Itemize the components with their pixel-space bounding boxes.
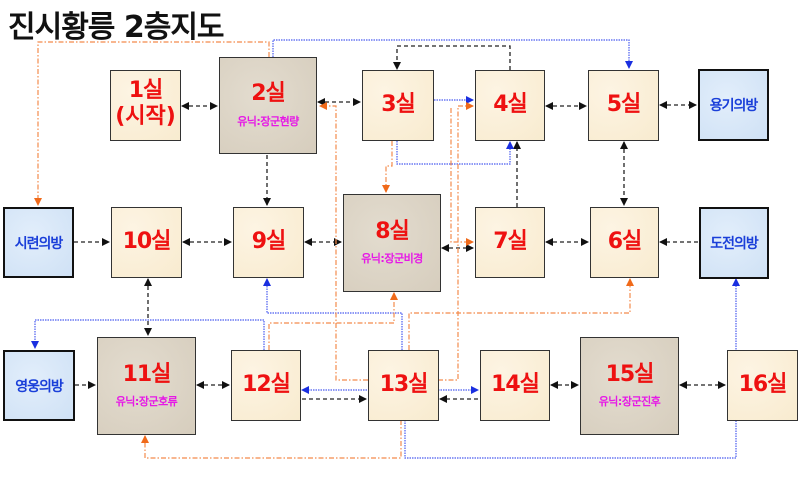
room-label: 13실 xyxy=(379,372,429,398)
challenge-room[interactable]: 도전의방 xyxy=(699,207,769,279)
hero-room[interactable]: 영웅의방 xyxy=(3,350,75,421)
unique-item-label: 유닉:장군호류 xyxy=(115,395,178,409)
room-start-label: (시작) xyxy=(115,104,176,130)
link-13-2-orange xyxy=(319,102,368,381)
room-label: 15실 xyxy=(605,361,655,387)
room-label: 6실 xyxy=(607,229,643,255)
link-13-challenge-blue xyxy=(404,278,740,459)
room-3[interactable]: 3실 xyxy=(362,70,434,141)
room-label: 10실 xyxy=(122,229,172,255)
room-6[interactable]: 6실 xyxy=(590,207,659,278)
link-13-4-orange xyxy=(438,102,474,381)
unique-item-label: 유닉:장군진후 xyxy=(598,395,661,409)
room-label: 5실 xyxy=(606,92,642,118)
room-label: 2실 xyxy=(251,81,286,107)
link-13-6-orange xyxy=(408,278,634,350)
room-16[interactable]: 16실 xyxy=(727,350,798,421)
room-label: 11실 xyxy=(122,361,172,387)
room-label: 16실 xyxy=(738,372,788,398)
link-2-5-blue xyxy=(272,39,633,69)
link-12-8-orange xyxy=(268,292,398,350)
trial-room[interactable]: 시련의방 xyxy=(3,207,74,278)
unique-item-label: 유닉:장군비경 xyxy=(361,252,423,266)
special-room-label: 시련의방 xyxy=(14,235,64,252)
link-3-8-orange xyxy=(382,141,393,193)
room-label: 7실 xyxy=(493,229,528,255)
special-room-label: 용기의방 xyxy=(709,98,759,114)
room-label: 8실 xyxy=(375,218,410,244)
room-7[interactable]: 7실 xyxy=(475,207,545,278)
room-9[interactable]: 9실 xyxy=(233,207,304,278)
room-2[interactable]: 2실 유닉:장군현량 xyxy=(219,57,317,154)
room-11[interactable]: 11실 유닉:장군호류 xyxy=(97,337,196,435)
room-4[interactable]: 4실 xyxy=(475,70,545,141)
room-label: 3실 xyxy=(381,92,416,118)
room-14[interactable]: 14실 xyxy=(480,350,550,421)
room-1[interactable]: 1실 (시작) xyxy=(110,70,181,141)
room-label: 9실 xyxy=(251,229,287,255)
link-13-7-orange xyxy=(450,108,474,246)
link-4-3-top xyxy=(393,45,511,70)
room-15[interactable]: 15실 유닉:장군진후 xyxy=(580,337,679,435)
link-13-11-orange xyxy=(141,420,402,459)
room-10[interactable]: 10실 xyxy=(111,207,182,278)
link-12-hero-blue xyxy=(31,319,265,350)
special-room-label: 영웅의방 xyxy=(15,378,64,395)
room-8[interactable]: 8실 유닉:장군비경 xyxy=(343,194,441,292)
room-label: 12실 xyxy=(242,372,291,398)
room-label: 14실 xyxy=(491,372,540,398)
map-title: 진시황릉 2층지도 xyxy=(8,10,225,45)
room-5[interactable]: 5실 xyxy=(588,70,659,141)
courage-room[interactable]: 용기의방 xyxy=(698,69,769,141)
link-2-trial-orange xyxy=(34,41,270,206)
unique-item-label: 유닉:장군현량 xyxy=(237,114,299,128)
room-13[interactable]: 13실 xyxy=(368,350,439,421)
link-3-4-below-blue xyxy=(396,141,514,165)
room-label: 4실 xyxy=(493,92,528,118)
special-room-label: 도전의방 xyxy=(710,236,759,252)
room-label: 1실 xyxy=(128,78,164,104)
link-13-9-blue xyxy=(263,278,403,350)
room-12[interactable]: 12실 xyxy=(231,350,301,421)
